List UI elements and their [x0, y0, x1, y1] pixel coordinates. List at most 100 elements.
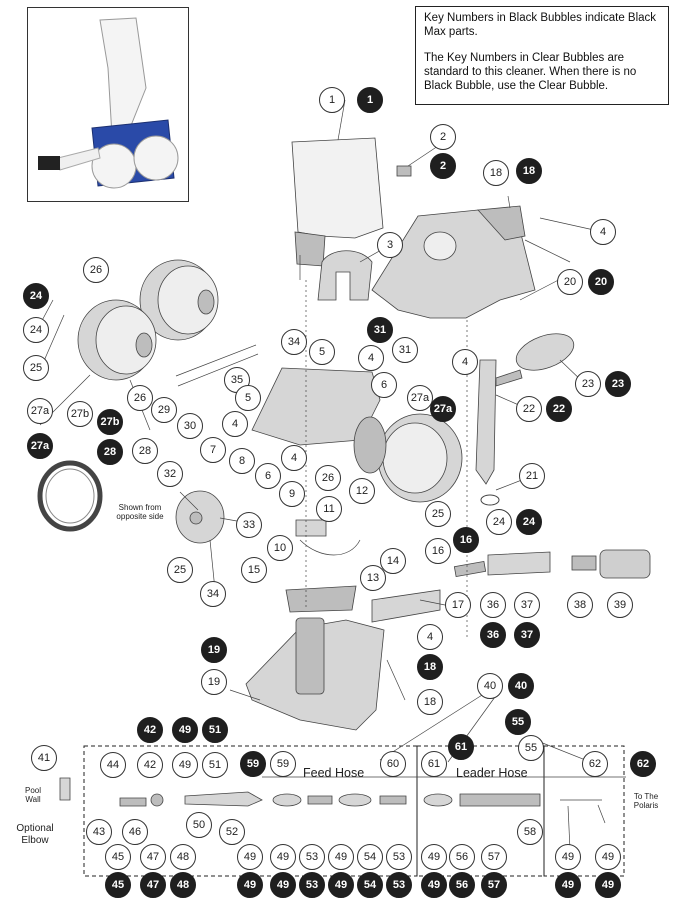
- black-key-bubble-31: 31: [367, 317, 393, 343]
- clear-key-bubble-62: 62: [582, 751, 608, 777]
- clear-key-bubble-27b: 27b: [67, 401, 93, 427]
- clip-part: [396, 165, 412, 177]
- legend-note-box: Key Numbers in Black Bubbles indicate Bl…: [415, 6, 669, 105]
- legend-note-clear: The Key Numbers in Clear Bubbles are sta…: [424, 52, 637, 92]
- clear-key-bubble-10: 10: [267, 535, 293, 561]
- clear-key-bubble-34: 34: [281, 329, 307, 355]
- sweep-hose-connector-part: [487, 551, 551, 576]
- clear-key-bubble-28: 28: [132, 438, 158, 464]
- clear-key-bubble-18: 18: [417, 689, 443, 715]
- clear-key-bubble-50: 50: [186, 812, 212, 838]
- clear-key-bubble-4: 4: [452, 349, 478, 375]
- clear-key-bubble-24: 24: [23, 317, 49, 343]
- black-key-bubble-49: 49: [421, 872, 447, 898]
- black-key-bubble-27a: 27a: [27, 433, 53, 459]
- product-photo-inset: [27, 7, 189, 202]
- black-key-bubble-22: 22: [546, 396, 572, 422]
- black-key-bubble-27b: 27b: [97, 409, 123, 435]
- black-key-bubble-42: 42: [137, 717, 163, 743]
- clear-key-bubble-49: 49: [595, 844, 621, 870]
- bag-collar-part: [317, 250, 373, 301]
- filter-bag-part: [291, 137, 384, 280]
- clear-key-bubble-58: 58: [517, 819, 543, 845]
- backup-valve-part: [475, 359, 497, 485]
- clear-key-bubble-25: 25: [23, 355, 49, 381]
- clear-key-bubble-29: 29: [151, 397, 177, 423]
- clear-key-bubble-3: 3: [377, 232, 403, 258]
- clear-key-bubble-49: 49: [555, 844, 581, 870]
- venturi-tube-part: [295, 617, 325, 695]
- black-key-bubble-49: 49: [555, 872, 581, 898]
- black-key-bubble-45: 45: [105, 872, 131, 898]
- black-key-bubble-54: 54: [357, 872, 383, 898]
- black-key-bubble-18: 18: [516, 158, 542, 184]
- clear-key-bubble-4: 4: [281, 445, 307, 471]
- clear-key-bubble-37: 37: [514, 592, 540, 618]
- black-key-bubble-24: 24: [23, 283, 49, 309]
- clear-key-bubble-31: 31: [392, 337, 418, 363]
- clear-key-bubble-13: 13: [360, 565, 386, 591]
- black-key-bubble-61: 61: [448, 734, 474, 760]
- black-key-bubble-59: 59: [240, 751, 266, 777]
- black-key-bubble-19: 19: [201, 637, 227, 663]
- clear-key-bubble-40: 40: [477, 673, 503, 699]
- clear-key-bubble-14: 14: [380, 548, 406, 574]
- clear-key-bubble-12: 12: [349, 478, 375, 504]
- clear-key-bubble-4: 4: [590, 219, 616, 245]
- black-key-bubble-49: 49: [270, 872, 296, 898]
- clear-key-bubble-16: 16: [425, 538, 451, 564]
- black-key-bubble-23: 23: [605, 371, 631, 397]
- clear-key-bubble-4: 4: [417, 624, 443, 650]
- clear-key-bubble-56: 56: [449, 844, 475, 870]
- clear-key-bubble-54: 54: [357, 844, 383, 870]
- black-key-bubble-57: 57: [481, 872, 507, 898]
- black-key-bubble-49: 49: [237, 872, 263, 898]
- black-key-bubble-18: 18: [417, 654, 443, 680]
- clear-key-bubble-25: 25: [425, 501, 451, 527]
- clear-key-bubble-49: 49: [237, 844, 263, 870]
- clear-key-bubble-38: 38: [567, 592, 593, 618]
- clear-key-bubble-5: 5: [309, 339, 335, 365]
- clear-key-bubble-61: 61: [421, 751, 447, 777]
- sweep-scrubber-part: [599, 549, 651, 579]
- black-key-bubble-49: 49: [595, 872, 621, 898]
- clear-key-bubble-4: 4: [222, 411, 248, 437]
- clear-key-bubble-60: 60: [380, 751, 406, 777]
- clear-key-bubble-41: 41: [31, 745, 57, 771]
- clear-key-bubble-49: 49: [421, 844, 447, 870]
- clear-key-bubble-8: 8: [229, 448, 255, 474]
- clear-key-bubble-55: 55: [518, 735, 544, 761]
- clear-key-bubble-26: 26: [127, 385, 153, 411]
- clear-key-bubble-4: 4: [358, 345, 384, 371]
- legend-note-black: Key Numbers in Black Bubbles indicate Bl…: [424, 12, 657, 38]
- black-key-bubble-49: 49: [328, 872, 354, 898]
- clear-key-bubble-44: 44: [100, 752, 126, 778]
- clear-key-bubble-27a: 27a: [407, 385, 433, 411]
- clear-key-bubble-47: 47: [140, 844, 166, 870]
- clear-key-bubble-19: 19: [201, 669, 227, 695]
- black-key-bubble-47: 47: [140, 872, 166, 898]
- clear-key-bubble-6: 6: [255, 463, 281, 489]
- clear-key-bubble-59: 59: [270, 751, 296, 777]
- clear-key-bubble-6: 6: [371, 372, 397, 398]
- sweep-hose-part: [453, 561, 487, 577]
- clear-key-bubble-53: 53: [299, 844, 325, 870]
- clear-key-bubble-33: 33: [236, 512, 262, 538]
- clear-key-bubble-26: 26: [315, 465, 341, 491]
- clear-key-bubble-45: 45: [105, 844, 131, 870]
- black-key-bubble-51: 51: [202, 717, 228, 743]
- black-key-bubble-49: 49: [172, 717, 198, 743]
- clear-key-bubble-43: 43: [86, 819, 112, 845]
- wheel-assembly-part: [77, 259, 219, 381]
- cleaner-photo: [38, 17, 179, 189]
- black-key-bubble-62: 62: [630, 751, 656, 777]
- tire-part: [37, 460, 103, 532]
- clear-key-bubble-11: 11: [316, 496, 342, 522]
- black-key-bubble-27a: 27a: [430, 396, 456, 422]
- clear-key-bubble-22: 22: [516, 396, 542, 422]
- clear-key-bubble-51: 51: [202, 752, 228, 778]
- clear-key-bubble-53: 53: [386, 844, 412, 870]
- clear-key-bubble-15: 15: [241, 557, 267, 583]
- black-key-bubble-55: 55: [505, 709, 531, 735]
- black-key-bubble-53: 53: [386, 872, 412, 898]
